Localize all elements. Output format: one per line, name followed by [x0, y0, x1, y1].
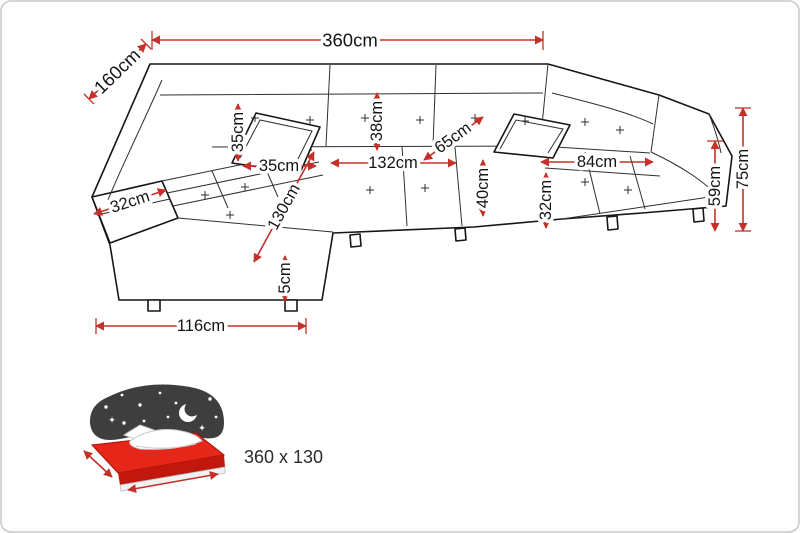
dimension-line — [423, 116, 484, 161]
dim-right-arm-height: 32cm — [534, 172, 559, 229]
sofa-legs — [147, 207, 705, 312]
dim-middle-seat-width: 132cm — [330, 151, 457, 176]
dimension-line — [93, 188, 167, 216]
stars-dots — [104, 391, 218, 425]
dim-top-width: 360cm — [151, 26, 544, 54]
bed-width-arrow — [127, 470, 219, 494]
dim-right-seat-width: 84cm — [540, 150, 654, 175]
dim-left-wing-width: 116cm — [95, 314, 307, 339]
dimension-label: 40cm — [474, 168, 492, 208]
moon-icon — [179, 401, 200, 422]
tufting-marks — [201, 114, 632, 219]
right-pillow-seam — [499, 119, 564, 154]
dimension-line — [88, 43, 147, 100]
star-icon: ✦ — [198, 423, 206, 433]
dimension-label: 132cm — [368, 154, 418, 172]
dimension-label: 35cm — [229, 112, 247, 152]
bed-depth-arrow — [83, 450, 113, 478]
dimension-label: 160cm — [90, 44, 145, 98]
bed-blanket — [129, 429, 203, 450]
left-pillow-seam — [239, 119, 313, 166]
dimension-label: 59cm — [706, 166, 724, 206]
dimension-label: 35cm — [259, 157, 299, 175]
bed-size-label: 360 x 130 — [244, 447, 323, 467]
dimension-label: 116cm — [177, 317, 225, 335]
dim-backrest-height: 38cm — [365, 92, 390, 151]
dim-armrest-height: 59cm — [703, 140, 728, 232]
dimension-label: 32cm — [537, 180, 555, 220]
blanket-fold — [135, 443, 197, 449]
dimension-label: 360cm — [322, 30, 378, 51]
dimension-label: 38cm — [368, 101, 386, 141]
sofa-bed-icon: ✦ ✦ 360 x 130 — [83, 384, 323, 494]
dimension-line — [253, 151, 315, 263]
dimension-label: 5cm — [276, 262, 294, 293]
sofa-outline — [91, 63, 733, 301]
dim-seat-front-height: 40cm — [471, 159, 496, 217]
right-seat-seams — [544, 151, 717, 220]
dimension-label: 84cm — [577, 153, 617, 171]
star-icon: ✦ — [108, 415, 116, 425]
dim-pillow-height: 35cm — [226, 103, 251, 162]
dim-total-height: 75cm — [731, 107, 756, 232]
sofa-drawing — [91, 63, 733, 312]
dimension-label: 75cm — [734, 149, 752, 189]
dim-leg-height: 5cm — [273, 255, 298, 302]
headboard-night-shape — [89, 384, 224, 440]
